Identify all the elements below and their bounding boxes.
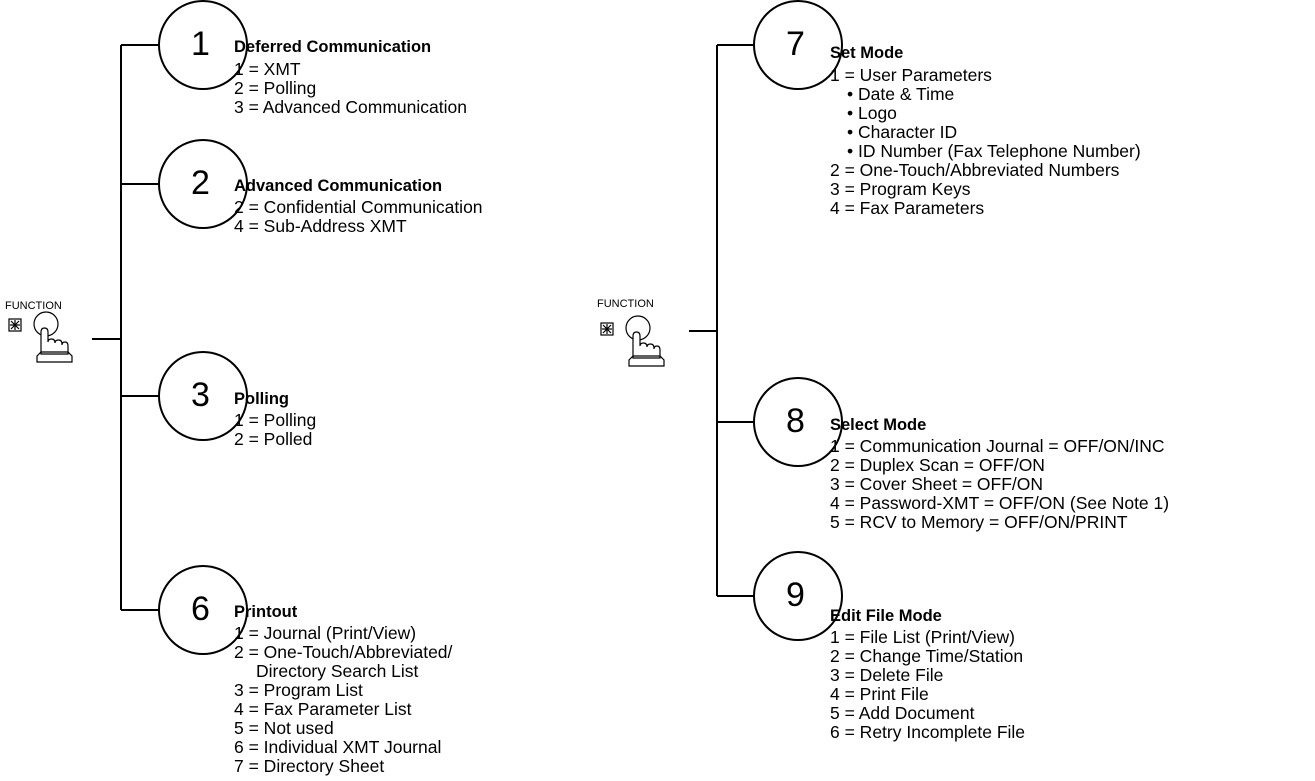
mode-6-item: 1 = Journal (Print/View) <box>234 623 417 643</box>
mode-1-circle <box>158 0 248 90</box>
function-key-icon <box>8 311 59 337</box>
mode-7-item: • Date & Time <box>847 84 955 104</box>
mode-3-number: 3 <box>191 376 210 414</box>
mode-2-title: Advanced Communication <box>234 177 443 195</box>
mode-7-item: • Character ID <box>847 122 958 142</box>
mode-7-item: 4 = Fax Parameters <box>830 198 985 218</box>
mode-9-circle <box>753 551 843 641</box>
mode-8-circle <box>753 377 843 467</box>
mode-2-item: 2 = Confidential Communication <box>234 197 483 217</box>
mode-9-item: 3 = Delete File <box>830 665 944 685</box>
function-label-left: FUNCTION <box>5 300 62 312</box>
mode-3-title: Polling <box>234 390 289 408</box>
mode-6-item: 6 = Individual XMT Journal <box>234 737 442 757</box>
mode-3-item: 2 = Polled <box>234 429 313 449</box>
mode-1-number: 1 <box>191 25 210 63</box>
mode-8-item: 2 = Duplex Scan = OFF/ON <box>830 455 1045 475</box>
mode-2-circle <box>158 139 248 229</box>
mode-8-number: 8 <box>786 402 805 440</box>
mode-6-number: 6 <box>191 590 210 628</box>
mode-6-item: 5 = Not used <box>234 718 334 738</box>
mode-6-item: 2 = One-Touch/Abbreviated/ <box>234 642 453 662</box>
pressing-finger-icon-right <box>628 331 665 367</box>
mode-9-item: 2 = Change Time/Station <box>830 646 1024 666</box>
mode-1-item: 1 = XMT <box>234 59 301 79</box>
function-key-icon-right <box>600 315 651 341</box>
mode-8-item: 1 = Communication Journal = OFF/ON/INC <box>830 436 1165 456</box>
mode-6-item: Directory Search List <box>256 661 419 681</box>
mode-8-item: 5 = RCV to Memory = OFF/ON/PRINT <box>830 512 1128 532</box>
mode-2-item: 4 = Sub-Address XMT <box>234 216 407 236</box>
mode-6-item: 4 = Fax Parameter List <box>234 699 412 719</box>
mode-7-circle <box>753 0 843 90</box>
mode-8-title: Select Mode <box>830 416 927 434</box>
pressing-finger-icon <box>36 327 73 363</box>
mode-7-item: • Logo <box>847 103 897 123</box>
mode-6-item: 7 = Directory Sheet <box>234 756 385 776</box>
mode-6-circle <box>158 565 248 655</box>
mode-3-item: 1 = Polling <box>234 410 317 430</box>
mode-2-number: 2 <box>191 164 210 202</box>
mode-3-circle <box>158 351 248 441</box>
mode-7-title: Set Mode <box>830 44 904 62</box>
mode-7-item: 2 = One-Touch/Abbreviated Numbers <box>830 160 1120 180</box>
mode-8-item: 3 = Cover Sheet = OFF/ON <box>830 474 1043 494</box>
mode-7-item: • ID Number (Fax Telephone Number) <box>847 141 1141 161</box>
mode-9-item: 1 = File List (Print/View) <box>830 627 1015 647</box>
mode-9-item: 6 = Retry Incomplete File <box>830 722 1026 742</box>
mode-9-title: Edit File Mode <box>830 607 942 625</box>
mode-7-item: 1 = User Parameters <box>830 65 992 85</box>
mode-9-item: 5 = Add Document <box>830 703 975 723</box>
function-label-right: FUNCTION <box>597 298 654 310</box>
mode-1-item: 3 = Advanced Communication <box>234 97 467 117</box>
mode-7-item: 3 = Program Keys <box>830 179 971 199</box>
mode-8-item: 4 = Password-XMT = OFF/ON (See Note 1) <box>830 493 1170 513</box>
mode-9-number: 9 <box>786 576 805 614</box>
mode-1-title: Deferred Communication <box>234 38 432 56</box>
mode-6-title: Printout <box>234 603 298 621</box>
mode-9-item: 4 = Print File <box>830 684 929 704</box>
mode-6-item: 3 = Program List <box>234 680 363 700</box>
mode-7-number: 7 <box>786 25 805 63</box>
mode-1-item: 2 = Polling <box>234 78 317 98</box>
